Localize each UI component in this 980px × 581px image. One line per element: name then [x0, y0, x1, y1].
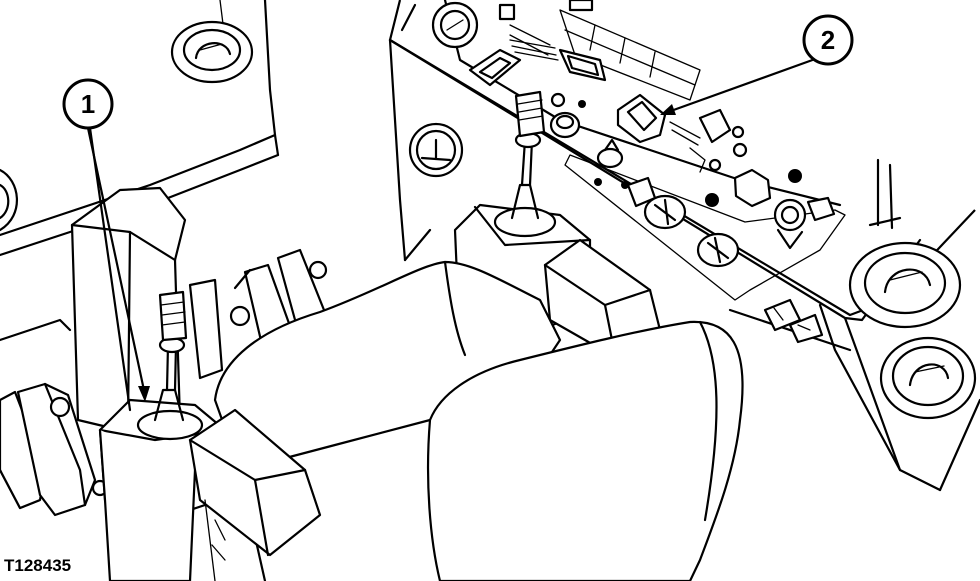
- operator-seat: [213, 260, 744, 581]
- air-vent-icon: [0, 168, 18, 232]
- target-switch-2: [616, 93, 701, 146]
- rocker-switch-block: [468, 39, 607, 87]
- gauge-icon: [431, 1, 479, 49]
- left-console-housing: [0, 0, 280, 342]
- rotary-knob-icon: [696, 232, 740, 268]
- left-armrest-pillar: [70, 186, 187, 432]
- callout-1-number: 1: [81, 89, 95, 119]
- left-pedals: [0, 382, 109, 517]
- air-vent-icon: [879, 336, 977, 420]
- indicator-light-grid: [498, 0, 701, 101]
- star-knob-icon: [705, 168, 802, 208]
- instrument-dash-panel: [388, 0, 980, 492]
- callout-2-number: 2: [821, 25, 835, 55]
- callout-1: 1: [62, 78, 114, 130]
- left-armrest: [188, 408, 322, 581]
- figure-id-label: T128435: [4, 556, 72, 575]
- callout-2: 2: [802, 14, 854, 66]
- air-vent-icon: [848, 241, 962, 329]
- round-switch-icon: [773, 196, 836, 250]
- rotary-knob-icon: [643, 194, 687, 230]
- right-side-wall: [848, 158, 977, 420]
- temperature-gauge-icon: [408, 122, 464, 178]
- rotary-knob-icon: [549, 92, 586, 139]
- rotary-knob-icon: [594, 138, 629, 189]
- air-vent-icon: [170, 20, 254, 84]
- toggle-switch-cluster: [689, 108, 748, 173]
- leader-lines: [86, 56, 820, 412]
- accessory-socket-icon: [763, 298, 824, 344]
